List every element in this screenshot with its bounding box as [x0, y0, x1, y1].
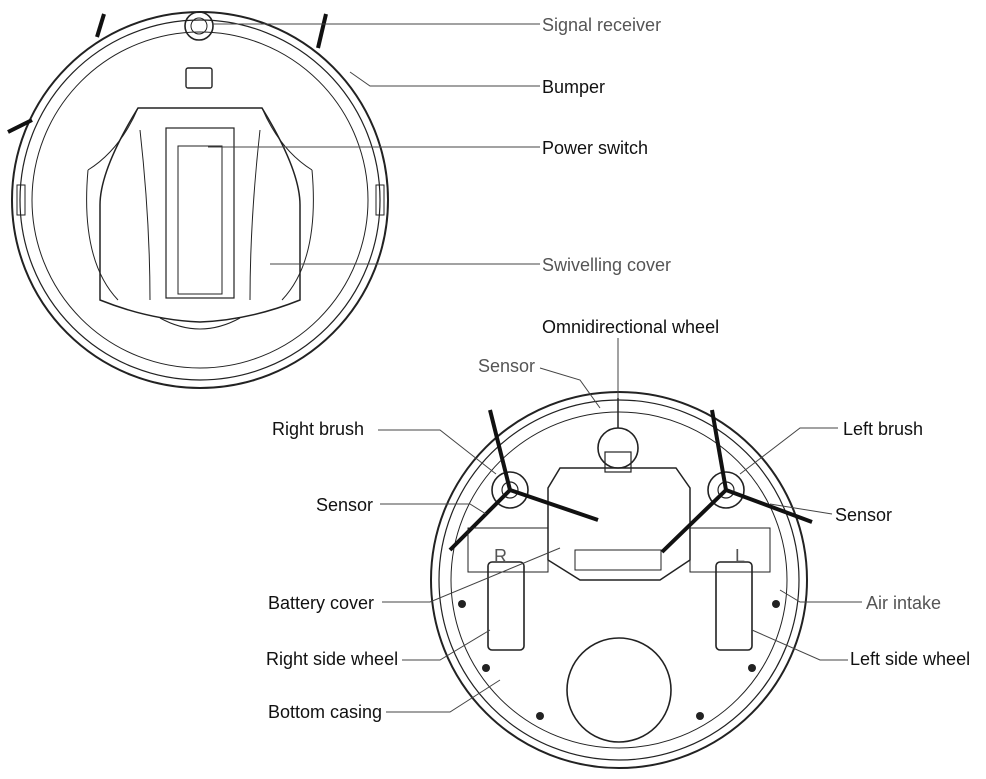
brush-bristle	[95, 13, 106, 38]
label-bumper: Bumper	[542, 77, 605, 97]
label-omnidirectional-wheel: Omnidirectional wheel	[542, 317, 719, 337]
label-left-brush: Left brush	[843, 419, 923, 439]
swivelling-cover-panel	[99, 107, 301, 323]
label-swivelling-cover: Swivelling cover	[542, 255, 671, 275]
bottom-view-leaders	[378, 338, 862, 713]
label-power-switch: Power switch	[542, 138, 648, 158]
right-side-wheel-shape	[487, 561, 525, 651]
label-air-intake: Air intake	[866, 593, 941, 613]
bottom-casing-opening	[566, 637, 672, 743]
wheel-mark-r: R	[494, 546, 507, 566]
left-brush-hub	[707, 471, 745, 509]
label-sensor-top: Sensor	[478, 356, 535, 376]
right-brush-hub	[491, 471, 529, 509]
brush-bristle	[316, 13, 328, 49]
brush-bristle	[7, 118, 33, 134]
left-side-wheel-shape	[715, 561, 753, 651]
wheel-mark-l: L	[735, 546, 745, 566]
label-right-brush: Right brush	[272, 419, 364, 439]
label-sensor-left-side: Sensor	[316, 495, 373, 515]
signal-receiver-dome	[184, 11, 214, 41]
battery-cover-shape	[547, 467, 691, 581]
label-battery-cover: Battery cover	[268, 593, 374, 613]
top-view-leaders	[208, 23, 540, 265]
label-signal-receiver: Signal receiver	[542, 15, 661, 35]
label-left-side-wheel: Left side wheel	[850, 649, 970, 669]
bottom-view-illustration: R L	[430, 391, 813, 769]
top-view-illustration	[7, 11, 389, 389]
omnidirectional-wheel-shape	[597, 427, 639, 469]
power-switch-button	[185, 67, 213, 89]
label-bottom-casing: Bottom casing	[268, 702, 382, 722]
label-right-side-wheel: Right side wheel	[266, 649, 398, 669]
label-sensor-right-side: Sensor	[835, 505, 892, 525]
